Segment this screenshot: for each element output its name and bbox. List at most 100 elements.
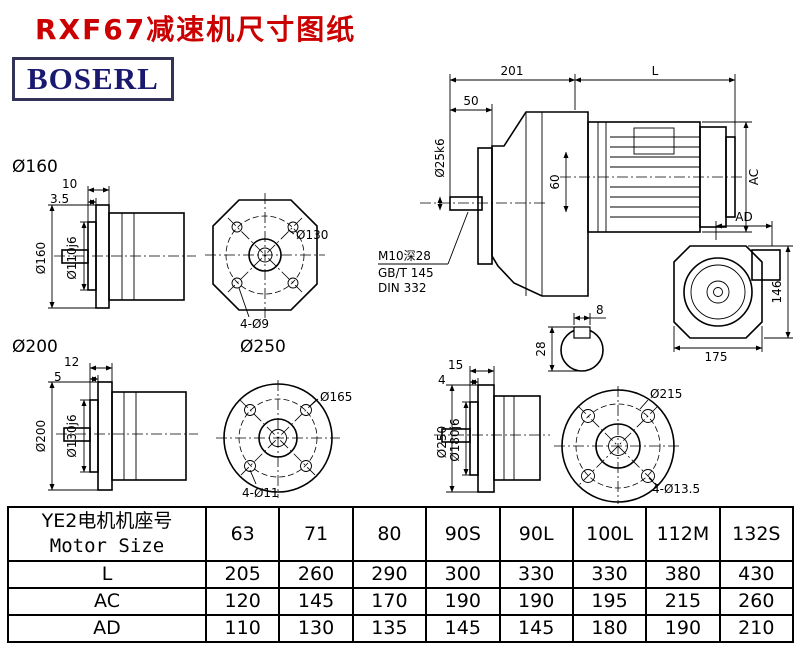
- flange160-bc-label: Ø130: [296, 228, 328, 242]
- motor-terminal-box: [633, 127, 675, 155]
- motor-size-header-en: Motor Size: [49, 535, 165, 557]
- flange200-views: Ø200 12 5 Ø200 Ø130j6: [12, 337, 352, 500]
- dim-l-label: L: [652, 64, 659, 78]
- dim-50-label: 50: [463, 94, 478, 108]
- flange160-housing: [108, 212, 185, 301]
- motor-front-view: AD 146 175: [673, 210, 793, 364]
- flange200-housing: [111, 391, 187, 481]
- flange250-t2-label: 4: [438, 373, 446, 387]
- shaft-end-notes: M10深28 GB/T 145 DIN 332: [378, 211, 469, 295]
- keyway-slot: [573, 326, 591, 339]
- dim-ad-label: AD: [735, 210, 752, 224]
- technical-drawing: 201 L 50 Ø25k6 60: [12, 64, 793, 504]
- flange160-views: Ø160 10 3.5 Ø160 Ø110j6: [12, 157, 328, 331]
- flange160-plate: [95, 204, 110, 309]
- flange250-shaft: [441, 428, 471, 443]
- dim-value: 215: [645, 587, 721, 616]
- dim-value: 205: [204, 560, 281, 589]
- motor-front-outline: [673, 245, 763, 339]
- flange160-label: Ø160: [12, 157, 58, 177]
- col-header-100l: 100L: [571, 506, 648, 562]
- flange160-t2-label: 3.5: [50, 192, 69, 206]
- dim-value: 120: [204, 587, 281, 616]
- brand-text: BOSERL: [27, 61, 159, 96]
- col-header-71: 71: [278, 506, 354, 562]
- dim-146-label: 146: [770, 281, 784, 304]
- col-header-63: 63: [204, 506, 281, 562]
- flange200-bc-label: Ø165: [320, 390, 352, 404]
- gearbox-side-view: 201 L 50 Ø25k6 60: [420, 64, 761, 297]
- dim-175-label: 175: [705, 350, 728, 364]
- dim-value: 145: [498, 614, 574, 643]
- dim-value: 145: [425, 614, 501, 643]
- dim-value: 330: [571, 560, 648, 589]
- flange160-holes-label: 4-Ø9: [240, 317, 269, 331]
- dim-value: 380: [645, 560, 721, 589]
- flange200-holes-label: 4-Ø11: [242, 486, 279, 500]
- brand-logo: BOSERL: [12, 57, 174, 101]
- flange200-shaft: [63, 427, 91, 442]
- dim-value: 135: [351, 614, 428, 643]
- terminal-box-front: [751, 249, 781, 281]
- row-label-l: L: [7, 560, 207, 589]
- dim-value: 210: [718, 614, 795, 643]
- flange250-od-label: Ø250: [435, 426, 449, 458]
- dim-8-label: 8: [596, 303, 604, 317]
- note-din-label: DIN 332: [378, 281, 426, 295]
- flange160-pilot-label: Ø110j6: [65, 236, 79, 279]
- row-label-ac: AC: [7, 587, 207, 616]
- flange160-shaft: [61, 249, 89, 264]
- flange250-bc-label: Ø215: [650, 387, 682, 401]
- flange200-pilot-label: Ø130j6: [65, 414, 79, 457]
- dim-value: 260: [278, 560, 354, 589]
- row-label-ad: AD: [7, 614, 207, 643]
- flange250-views: Ø250 15 4 Ø250 Ø180j6: [240, 337, 700, 504]
- dim-201-label: 201: [501, 64, 524, 78]
- flange160-front-outline: [212, 199, 318, 311]
- flange250-t1-label: 15: [448, 358, 463, 372]
- col-header-80: 80: [351, 506, 428, 562]
- flange250-plate: [477, 384, 495, 493]
- dim-value: 180: [571, 614, 648, 643]
- col-header-90l: 90L: [498, 506, 574, 562]
- dim-value: 190: [645, 614, 721, 643]
- motor-size-header: YE2电机机座号 Motor Size: [7, 506, 207, 562]
- dim-value: 130: [278, 614, 354, 643]
- dim-value: 145: [278, 587, 354, 616]
- flange200-label: Ø200: [12, 337, 58, 357]
- dim-value: 260: [718, 587, 795, 616]
- flange250-pilot-boss: [469, 401, 479, 476]
- gearbox-flange-plate: [477, 147, 493, 265]
- dim-value: 430: [718, 560, 795, 589]
- dim-value: 290: [351, 560, 428, 589]
- dim-ac-label: AC: [747, 169, 761, 185]
- dim-value: 330: [498, 560, 574, 589]
- motor-size-header-zh: YE2电机机座号: [41, 510, 173, 533]
- gearbox-housing-outline: [491, 111, 589, 297]
- flange250-holes-label: 4-Ø13.5: [652, 482, 700, 496]
- flange250-pilot-label: Ø180j6: [448, 418, 462, 461]
- note-m10-label: M10深28: [378, 249, 431, 263]
- flange160-t1-label: 10: [62, 177, 77, 191]
- dim-value: 195: [571, 587, 648, 616]
- flange250-housing: [493, 395, 541, 481]
- col-header-132s: 132S: [718, 506, 795, 562]
- note-gbt-label: GB/T 145: [378, 266, 434, 280]
- flange160-od-label: Ø160: [34, 242, 48, 274]
- dim-value: 170: [351, 587, 428, 616]
- flange200-t2-label: 5: [54, 370, 62, 384]
- col-header-112m: 112M: [645, 506, 721, 562]
- dim-shaft-dia-label: Ø25k6: [433, 138, 447, 177]
- dimension-table: YE2电机机座号 Motor Size 63 71 80 90S 90L 100…: [7, 506, 795, 643]
- dim-60-label: 60: [548, 174, 562, 189]
- table-row-l: L 205 260 290 300 330 330 380 430: [7, 560, 795, 589]
- flange200-pilot-boss: [89, 399, 99, 473]
- flange200-t1-label: 12: [64, 355, 79, 369]
- flange250-label: Ø250: [240, 337, 286, 357]
- dim-value: 300: [425, 560, 501, 589]
- dim-value: 110: [204, 614, 281, 643]
- shaft-key-section: 8 28: [534, 303, 606, 372]
- flange200-plate: [97, 381, 113, 491]
- input-shaft: [449, 196, 483, 211]
